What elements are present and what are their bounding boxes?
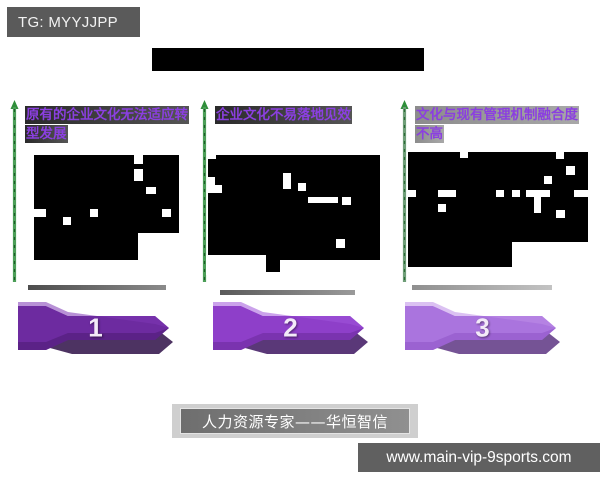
card-title-1-text: 原有的企业文化无法适应转型发展 bbox=[25, 106, 189, 143]
card-body-redaction-2 bbox=[206, 155, 390, 276]
watermark-text: www.main-vip-9sports.com bbox=[386, 448, 572, 466]
card-body-redaction-3 bbox=[408, 152, 590, 268]
redaction-notch bbox=[280, 260, 390, 276]
card-title-1: 原有的企业文化无法适应转型发展 bbox=[25, 106, 190, 144]
redaction-notch bbox=[283, 173, 291, 189]
card-title-2: 企业文化不易落地见效 bbox=[215, 106, 352, 125]
card-title-2-text: 企业文化不易落地见效 bbox=[215, 106, 352, 124]
card-underbar-2 bbox=[220, 290, 355, 295]
redaction-notch bbox=[208, 155, 216, 159]
redaction-notch bbox=[206, 255, 266, 275]
card-underbar-1 bbox=[28, 285, 166, 290]
up-arrow-axis-icon bbox=[400, 100, 409, 282]
redaction-notch bbox=[438, 190, 456, 197]
redaction-notch bbox=[556, 152, 564, 159]
card-underbar-3 bbox=[412, 285, 552, 290]
redaction-notch bbox=[298, 183, 306, 191]
redaction-notch bbox=[308, 197, 338, 203]
redaction-notch bbox=[336, 239, 345, 248]
redaction-notch bbox=[460, 152, 468, 158]
redaction-notch bbox=[208, 177, 215, 185]
watermark: www.main-vip-9sports.com bbox=[358, 443, 600, 472]
redaction-notch bbox=[90, 209, 98, 217]
redaction-notch bbox=[408, 190, 416, 197]
redaction-notch bbox=[512, 190, 520, 197]
redaction-notch bbox=[438, 204, 446, 212]
redaction-notch bbox=[496, 190, 504, 197]
redaction-notch bbox=[566, 166, 575, 175]
footer-caption-text: 人力资源专家——华恒智信 bbox=[180, 408, 410, 434]
step-banner-2[interactable]: 2 bbox=[213, 302, 368, 354]
redaction-notch bbox=[342, 197, 351, 205]
tg-badge-label: TG: MYYJJPP bbox=[18, 13, 118, 31]
redaction-notch bbox=[134, 155, 143, 164]
redaction-notch bbox=[146, 187, 156, 194]
up-arrow-axis-icon bbox=[10, 100, 19, 282]
card-title-3-text: 文化与现有管理机制融合度不高 bbox=[415, 106, 579, 143]
step-banner-1[interactable]: 1 bbox=[18, 302, 173, 354]
step-banner-3[interactable]: 3 bbox=[405, 302, 560, 354]
redaction-notch bbox=[63, 217, 71, 225]
redaction-notch bbox=[544, 176, 552, 184]
redaction-notch bbox=[138, 233, 180, 261]
card-body-redaction-1 bbox=[28, 155, 180, 261]
up-arrow-axis-icon bbox=[200, 100, 209, 282]
redaction-notch bbox=[574, 190, 588, 197]
redaction-notch bbox=[518, 256, 590, 268]
redaction-notch bbox=[134, 169, 143, 181]
redaction-notch bbox=[556, 210, 565, 218]
page-title-redaction bbox=[152, 48, 424, 71]
redaction-notch bbox=[162, 209, 171, 217]
redaction-notch bbox=[534, 197, 541, 213]
redaction-notch bbox=[526, 190, 550, 197]
footer-caption: 人力资源专家——华恒智信 bbox=[172, 404, 418, 438]
redaction-notch bbox=[28, 209, 46, 217]
redaction-notch bbox=[208, 185, 222, 193]
card-title-3: 文化与现有管理机制融合度不高 bbox=[415, 106, 590, 144]
tg-badge: TG: MYYJJPP bbox=[7, 7, 140, 37]
